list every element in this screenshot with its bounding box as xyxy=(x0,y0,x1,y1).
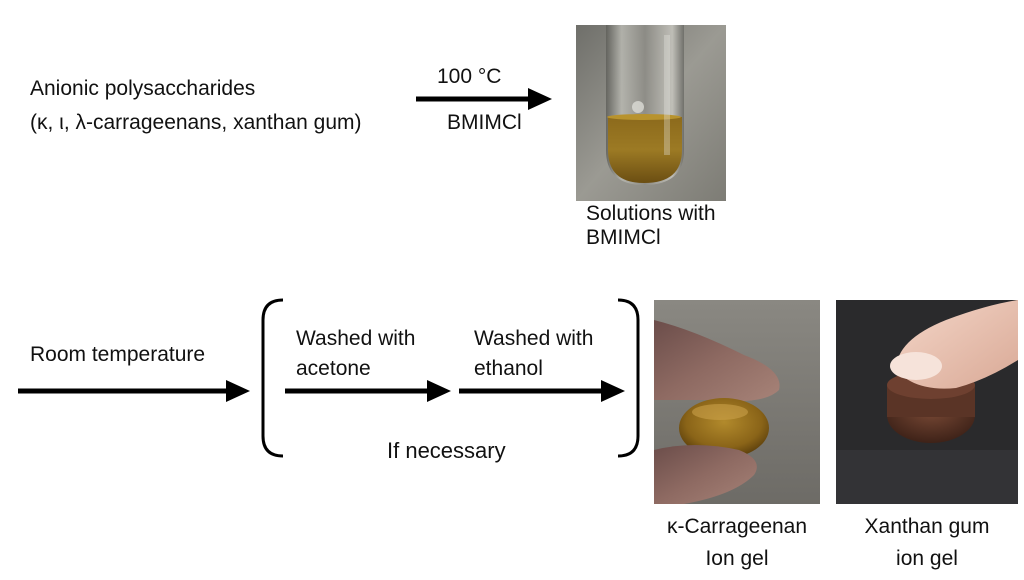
step1-solvent: BMIMCl xyxy=(447,111,522,134)
right-bracket xyxy=(617,298,640,458)
kappa-caption-line2: Ion gel xyxy=(705,547,769,570)
step2-arrow xyxy=(18,380,250,402)
left-bracket xyxy=(261,298,284,458)
wash2-line2: ethanol xyxy=(474,357,543,380)
wash2-arrow xyxy=(459,380,625,402)
step2-condition: Room temperature xyxy=(30,343,206,366)
kappa-caption-line1: κ-Carrageenan xyxy=(666,515,808,538)
start-material-line1: Anionic polysaccharides xyxy=(30,77,256,100)
xanthan-caption-line1: Xanthan gum xyxy=(864,515,990,538)
xanthan-caption-line2: ion gel xyxy=(896,547,958,570)
step1-temperature: 100 °C xyxy=(437,65,502,88)
wash1-line1: Washed with xyxy=(296,327,416,350)
xanthan-gum-gel-photo xyxy=(836,300,1018,504)
solution-caption-line1: Solutions with xyxy=(586,202,716,225)
wash1-arrow xyxy=(285,380,451,402)
optional-note: If necessary xyxy=(387,438,506,463)
step1-arrow xyxy=(416,88,552,110)
wash1-line2: acetone xyxy=(296,357,371,380)
start-material-line2: (κ, ι, λ-carrageenans, xanthan gum) xyxy=(30,111,362,134)
wash2-line1: Washed with xyxy=(474,327,594,350)
solution-photo xyxy=(576,25,726,201)
solution-caption-line2: BMIMCl xyxy=(586,226,661,249)
kappa-carrageenan-gel-photo xyxy=(654,300,820,504)
